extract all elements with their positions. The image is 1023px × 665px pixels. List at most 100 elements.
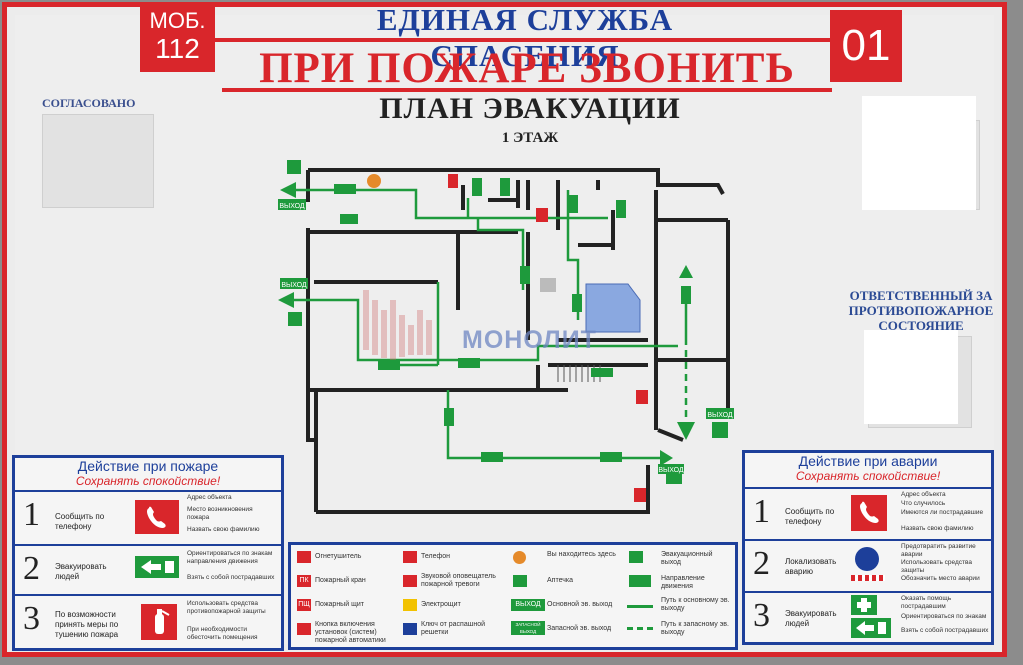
fire-panel-subtitle: Сохранять спокойствие! [75,474,221,488]
fire-step-3-bullet-1: Использовать средства противопожарной за… [187,600,266,615]
accident-step-2: 2 Локализовать аварию Предотвратить разв… [745,541,991,593]
accident-panel-subtitle: Сохранять спокойствие! [795,469,941,483]
legend-label: Пожарный кран [315,577,366,584]
fire-step-3-label: По возможности принять меры по тушению п… [55,610,119,639]
extinguisher-icon [297,551,311,563]
legend-label: Звуковой оповещатель пожарной тревоги [421,573,496,588]
direction-exit-icon [135,556,179,578]
legend-label: Направление движения [661,575,705,590]
barrier-tape-icon [851,575,885,581]
first-aid-icon [513,575,527,587]
exit-arrow-down [677,422,695,440]
exit-label-1: ВЫХОД [279,203,305,210]
button-icon [297,623,311,635]
fire-step-1-bullet-1: Адрес объекта [187,494,232,501]
responsible-sheet [864,330,958,424]
floor-plan-map: ВЫХОД ВЫХОД ВЫХОД ВЫХОД [278,160,734,514]
main-exit-icon: ВЫХОД [511,599,545,611]
phone-icon [135,500,179,534]
responsible-label: ОТВЕТСТВЕННЫЙ ЗА ПРОТИВОПОЖАРНОЕ СОСТОЯН… [848,288,994,333]
legend-label: Электрощит [421,601,461,608]
accident-exit-icon [851,618,891,638]
fire-step-2-bullet-1: Ориентироваться по знакам направления дв… [187,550,273,565]
legend-label: Телефон [421,553,451,560]
legend-label: Путь к основному эв. выходу [661,597,730,612]
fire-step-3: 3 По возможности принять меры по тушению… [15,596,281,652]
exit-arrow-left-top [280,182,296,198]
accident-panel-title: Действие при аварии [798,453,938,469]
fire-step-2-number: 2 [23,550,40,587]
exit-arrow-up [679,265,693,278]
accident-step-2-number: 2 [753,545,770,582]
fire-step-1: 1 Сообщить по телефону Адрес объекта Мес… [15,492,281,546]
legend-panel: Огнетушитель ПК Пожарный кран ПЩ Пожарны… [288,542,738,650]
exit-label-2: ВЫХОД [281,282,307,289]
fire-step-2-bullet-2: Взять с собой пострадавших [187,574,275,581]
exit-icon [629,551,643,563]
gas-mask-icon [855,547,879,571]
mob-label: МОБ. [149,8,206,33]
fire-step-3-number: 3 [23,600,40,637]
accident-step-2-label: Локализовать аварию [785,557,837,576]
exit-label-signs: ВЫХОД ВЫХОД ВЫХОД ВЫХОД [278,199,734,474]
fire-panel-title: Действие при пожаре [77,458,219,474]
accident-step-1-bullet-4: Назвать свою фамилию [901,525,974,532]
fire-step-2: 2 Эвакуировать людей Ориентироваться по … [15,546,281,596]
service-title: ЕДИНАЯ СЛУЖБА СПАСЕНИЯ [376,2,674,73]
direction-icon [629,575,651,587]
fire-step-2-label: Эвакуировать людей [55,562,107,581]
agreed-signature-box [42,114,154,208]
legend-label: Пожарный щит [315,601,364,608]
fire-panel-header: Действие при пожаре Сохранять спокойстви… [15,458,281,492]
top-right-sheet [862,96,976,210]
accident-step-3-bullet-1: Оказать помощь пострадавшим [901,595,952,610]
accident-step-1-bullet-1: Адрес объекта [901,491,946,498]
legend-label: Основной эв. выход [547,601,613,608]
you-are-here-icon [513,551,526,564]
legend-label: Кнопка включения установок (систем) пожа… [315,621,386,644]
accident-step-1-label: Сообщить по телефону [785,507,835,526]
fire-step-1-label: Сообщить по телефону [55,512,105,531]
fire-step-1-bullet-2: Место возникновения пожара [187,506,253,521]
legend-label: Огнетушитель [315,553,362,560]
accident-step-1-bullet-2: Что случилось [901,500,946,507]
accident-step-2-bullet-2: Использовать средства защиты [901,559,972,574]
fire-hydrant-icon: ПК [297,575,311,587]
accident-step-1-number: 1 [753,493,770,530]
accident-step-3-bullet-2: Ориентироваться по знакам [901,613,987,620]
accident-step-2-bullet-3: Обозначить место аварии [901,575,980,582]
exit-arrow-right [660,450,673,466]
phone-icon [403,551,417,563]
mob-112-badge: МОБ. 112 [140,4,215,72]
key-icon [403,623,417,635]
accident-phone-icon [851,495,887,531]
elevator-block [585,283,641,333]
exit-label-3: ВЫХОД [707,412,733,419]
extinguisher-markers [448,174,648,502]
mob-number: 112 [155,33,200,64]
fire-action-panel: Действие при пожаре Сохранять спокойстви… [12,455,284,651]
accident-step-3-bullet-3: Взять с собой пострадавших [901,627,989,634]
accident-step-3-number: 3 [753,597,770,634]
alarm-icon [403,575,417,587]
accident-step-1: 1 Сообщить по телефону Адрес объекта Что… [745,489,991,541]
watermark-text: МОНОЛИТ [462,326,597,354]
exit-label-4: ВЫХОД [658,467,684,474]
legend-label: Ключ от распашной решетки [421,621,485,636]
watermark-logo [363,290,432,360]
extinguisher-icon [141,604,177,640]
accident-action-panel: Действие при аварии Сохранять спокойстви… [742,450,994,645]
floor-label: 1 ЭТАЖ [501,130,559,146]
spare-exit-icon: ЗАПАСНОЙ ВЫХОД [511,621,545,635]
accident-panel-header: Действие при аварии Сохранять спокойстви… [745,453,991,489]
agreed-label: СОГЛАСОВАНО [42,96,136,110]
you-are-here-marker [367,174,381,188]
legend-label: Аптечка [547,577,574,584]
legend-label: Запасной эв. выход [547,625,612,632]
first-aid-icon [851,595,877,615]
accident-step-3-label: Эвакуировать людей [785,609,837,628]
accident-step-2-bullet-1: Предотвратить развитие аварии [901,543,976,558]
legend-label: Эвакуационный выход [661,551,713,566]
fire-step-1-number: 1 [23,496,40,533]
